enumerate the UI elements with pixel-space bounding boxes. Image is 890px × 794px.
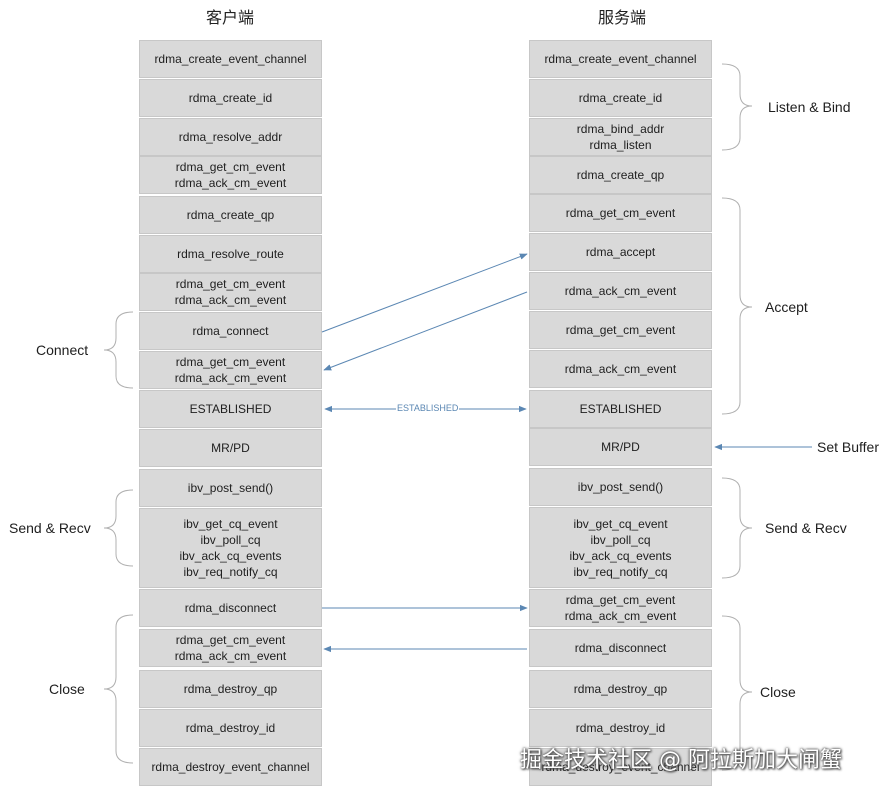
client-step: rdma_connect [139,312,322,350]
server-step: rdma_destroy_event_channel [529,748,712,786]
server-step: rdma_bind_addr rdma_listen [529,118,712,156]
client-step: rdma_destroy_id [139,709,322,747]
client-title: 客户端 [205,8,254,27]
server-step: rdma_get_cm_event [529,194,712,232]
client-group-send-recv: Send & Recv [9,520,91,536]
server-step: rdma_create_event_channel [529,40,712,78]
server-step: rdma_destroy_qp [529,670,712,708]
client-step: rdma_get_cm_event rdma_ack_cm_event [139,273,322,311]
server-step: ibv_get_cq_event ibv_poll_cq ibv_ack_cq_… [529,507,712,588]
client-step: rdma_get_cm_event rdma_ack_cm_event [139,351,322,389]
established-connection-label: ESTABLISHED [396,403,460,413]
server-step: rdma_create_id [529,79,712,117]
server-step: rdma_get_cm_event rdma_ack_cm_event [529,589,712,627]
client-group-connect: Connect [36,342,89,358]
watermark: 掘金技术社区 @ 阿拉斯加大闸蟹 [520,748,842,773]
client-step: rdma_create_id [139,79,322,117]
server-group-listen-bind: Listen & Bind [768,99,851,115]
server-group-send-recv: Send & Recv [765,520,847,536]
client-step: rdma_get_cm_event rdma_ack_cm_event [139,629,322,667]
client-step: rdma_get_cm_event rdma_ack_cm_event [139,156,322,194]
client-step: ibv_get_cq_event ibv_poll_cq ibv_ack_cq_… [139,508,322,588]
brace-client-connect [103,311,134,389]
client-step: ibv_post_send() [139,469,322,507]
client-step: rdma_destroy_qp [139,670,322,708]
client-step: MR/PD [139,429,322,467]
client-step: rdma_resolve_addr [139,118,322,156]
server-step: MR/PD [529,428,712,466]
server-step: rdma_destroy_id [529,709,712,747]
brace-client-close [103,614,134,764]
server-step: rdma_accept [529,233,712,271]
server-step: rdma_disconnect [529,629,712,667]
arrow-ack-to-client [323,291,528,371]
client-step: rdma_create_qp [139,196,322,234]
server-step: ibv_post_send() [529,468,712,506]
brace-client-sendrecv [103,489,134,567]
client-group-close: Close [49,681,85,697]
server-group-accept: Accept [765,299,808,315]
client-step: rdma_create_event_channel [139,40,322,78]
server-step: rdma_ack_cm_event [529,272,712,310]
server-group-close: Close [760,684,796,700]
brace-server-close [721,615,753,771]
client-step: rdma_destroy_event_channel [139,748,322,786]
brace-server-sendrecv [721,477,753,579]
client-step: ESTABLISHED [139,390,322,428]
server-step: ESTABLISHED [529,390,712,428]
client-step: rdma_disconnect [139,589,322,627]
server-step: rdma_get_cm_event [529,311,712,349]
server-step: rdma_create_qp [529,156,712,194]
brace-server-accept [721,197,753,415]
brace-server-listen [721,63,753,151]
set-buffer-label: Set Buffer [817,439,880,455]
server-title: 服务端 [597,8,646,27]
client-step: rdma_resolve_route [139,235,322,273]
server-step: rdma_ack_cm_event [529,350,712,388]
arrow-connect-to-accept [321,253,528,333]
